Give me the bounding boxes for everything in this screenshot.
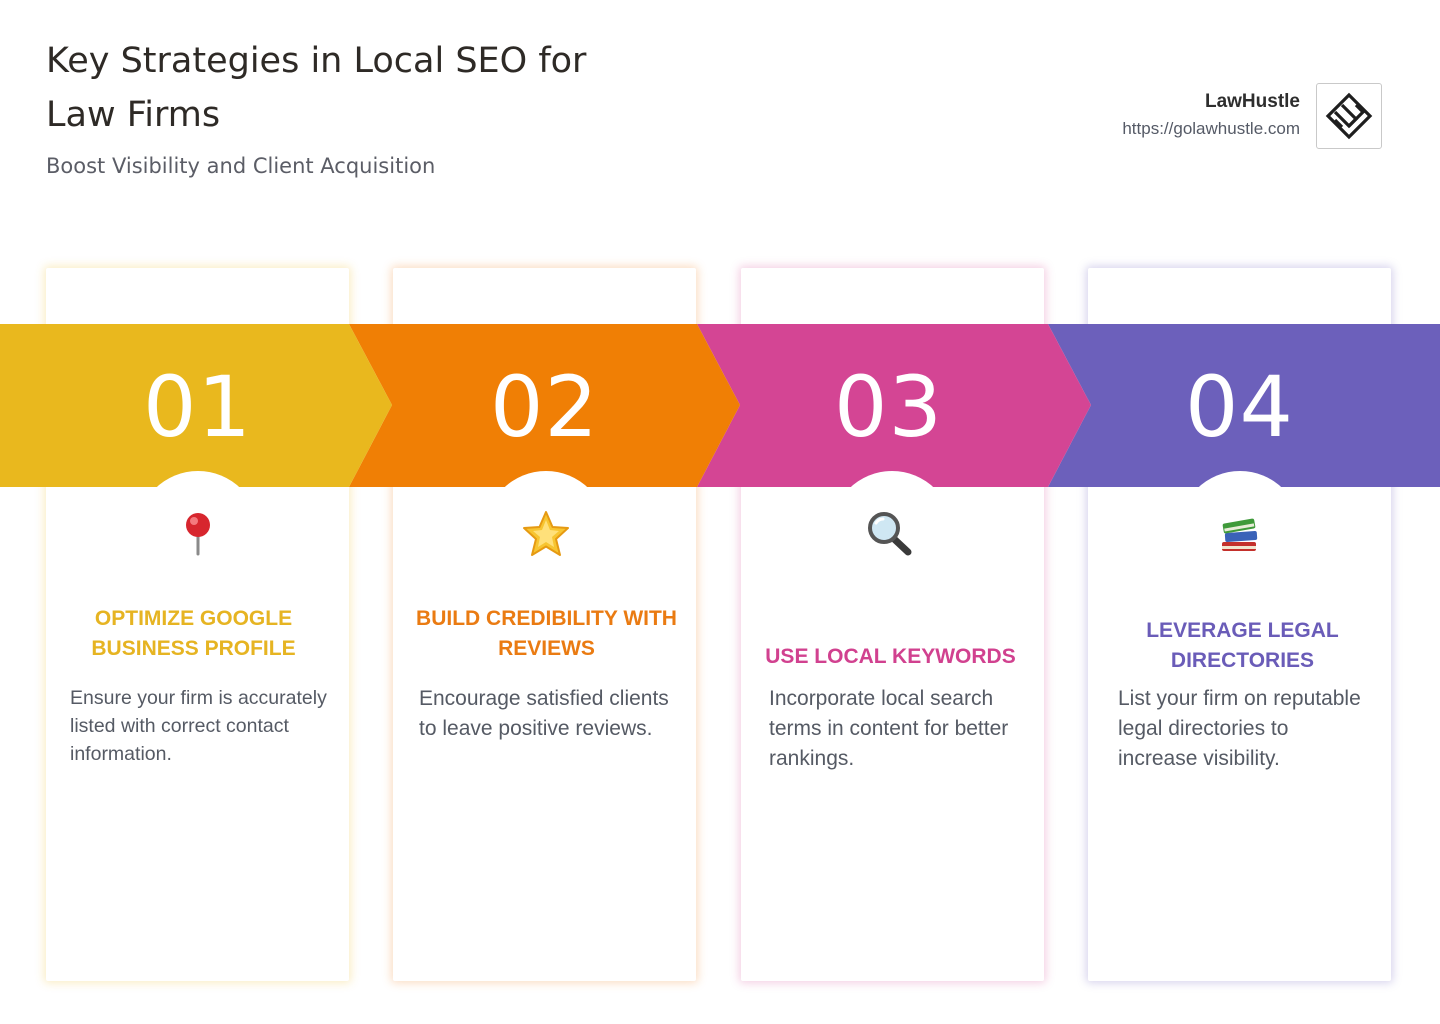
page-title: Key Strategies in Local SEO for Law Firm…	[46, 41, 587, 135]
step-arrow-4	[1048, 324, 1440, 487]
step-number-4: 04	[1185, 357, 1294, 456]
strategy-title-3: USE LOCAL KEYWORDS	[765, 645, 1016, 668]
strategy-description-3: Incorporate local search terms in conten…	[769, 687, 1009, 770]
round-pushpin-icon	[168, 506, 228, 562]
step-number-2: 02	[490, 357, 599, 456]
step-arrow-2	[349, 324, 740, 487]
strategy-title-1: OPTIMIZE GOOGLE BUSINESS PROFILE	[91, 607, 296, 660]
page-subtitle: Boost Visibility and Client Acquisition	[46, 154, 436, 178]
brand-url[interactable]: https://golawhustle.com	[1122, 119, 1300, 138]
strategy-title-2: BUILD CREDIBILITY WITH REVIEWS	[416, 607, 677, 660]
strategy-title-4: LEVERAGE LEGAL DIRECTORIES	[1146, 619, 1339, 672]
step-arrow-1	[0, 324, 392, 487]
strategy-description-2: Encourage satisfied clients to leave pos…	[419, 687, 669, 740]
icon-circle-4	[1179, 471, 1301, 593]
magnifying-glass-icon	[860, 506, 920, 562]
brand-block: LawHustle https://golawhustle.com	[1122, 88, 1300, 142]
brand-name: LawHustle	[1204, 91, 1300, 112]
strategy-description-4: List your firm on reputable legal direct…	[1118, 687, 1361, 770]
step-number-3: 03	[834, 357, 943, 456]
step-arrow-3	[697, 324, 1091, 487]
strategy-description-1: Ensure your firm is accurately listed wi…	[70, 687, 327, 765]
step-arrow-band	[0, 324, 1440, 487]
lawhustle-logo-icon[interactable]	[1316, 83, 1382, 149]
star-icon	[516, 506, 576, 562]
step-number-1: 01	[143, 357, 252, 456]
books-icon	[1210, 506, 1270, 562]
